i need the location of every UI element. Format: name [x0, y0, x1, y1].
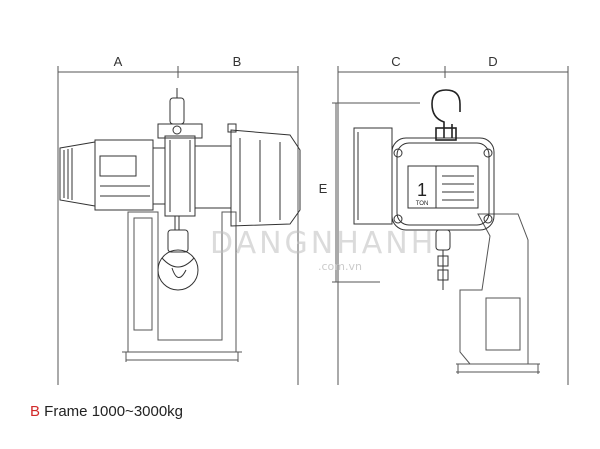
figure-caption: B Frame 1000~3000kg [30, 403, 183, 420]
watermark-domain: .com.vn [318, 260, 362, 273]
nameplate-capacity: 1 [417, 180, 427, 200]
watermark-text: DANGNHANH [210, 226, 437, 261]
dimension-label-c: C [391, 54, 400, 69]
frame-outline-right [456, 213, 540, 374]
chain-hook-left [157, 216, 199, 291]
dimension-label-d: D [488, 54, 497, 69]
nameplate-unit: TON [416, 201, 429, 207]
dimension-lines-left [57, 66, 299, 385]
dimension-label-e: E [319, 181, 328, 196]
frame-outline-left [122, 211, 242, 362]
dimension-label-a: A [114, 54, 123, 69]
dimension-lines-right [332, 66, 569, 385]
chain-hook-right [435, 229, 451, 290]
motor-left [59, 123, 301, 227]
top-bracket-left [157, 88, 203, 139]
dimension-label-b: B [233, 54, 242, 69]
motor-panel-right [353, 127, 393, 225]
caption-text: Frame 1000~3000kg [40, 403, 184, 420]
top-hook-right [431, 89, 461, 141]
caption-prefix: B [30, 403, 41, 420]
